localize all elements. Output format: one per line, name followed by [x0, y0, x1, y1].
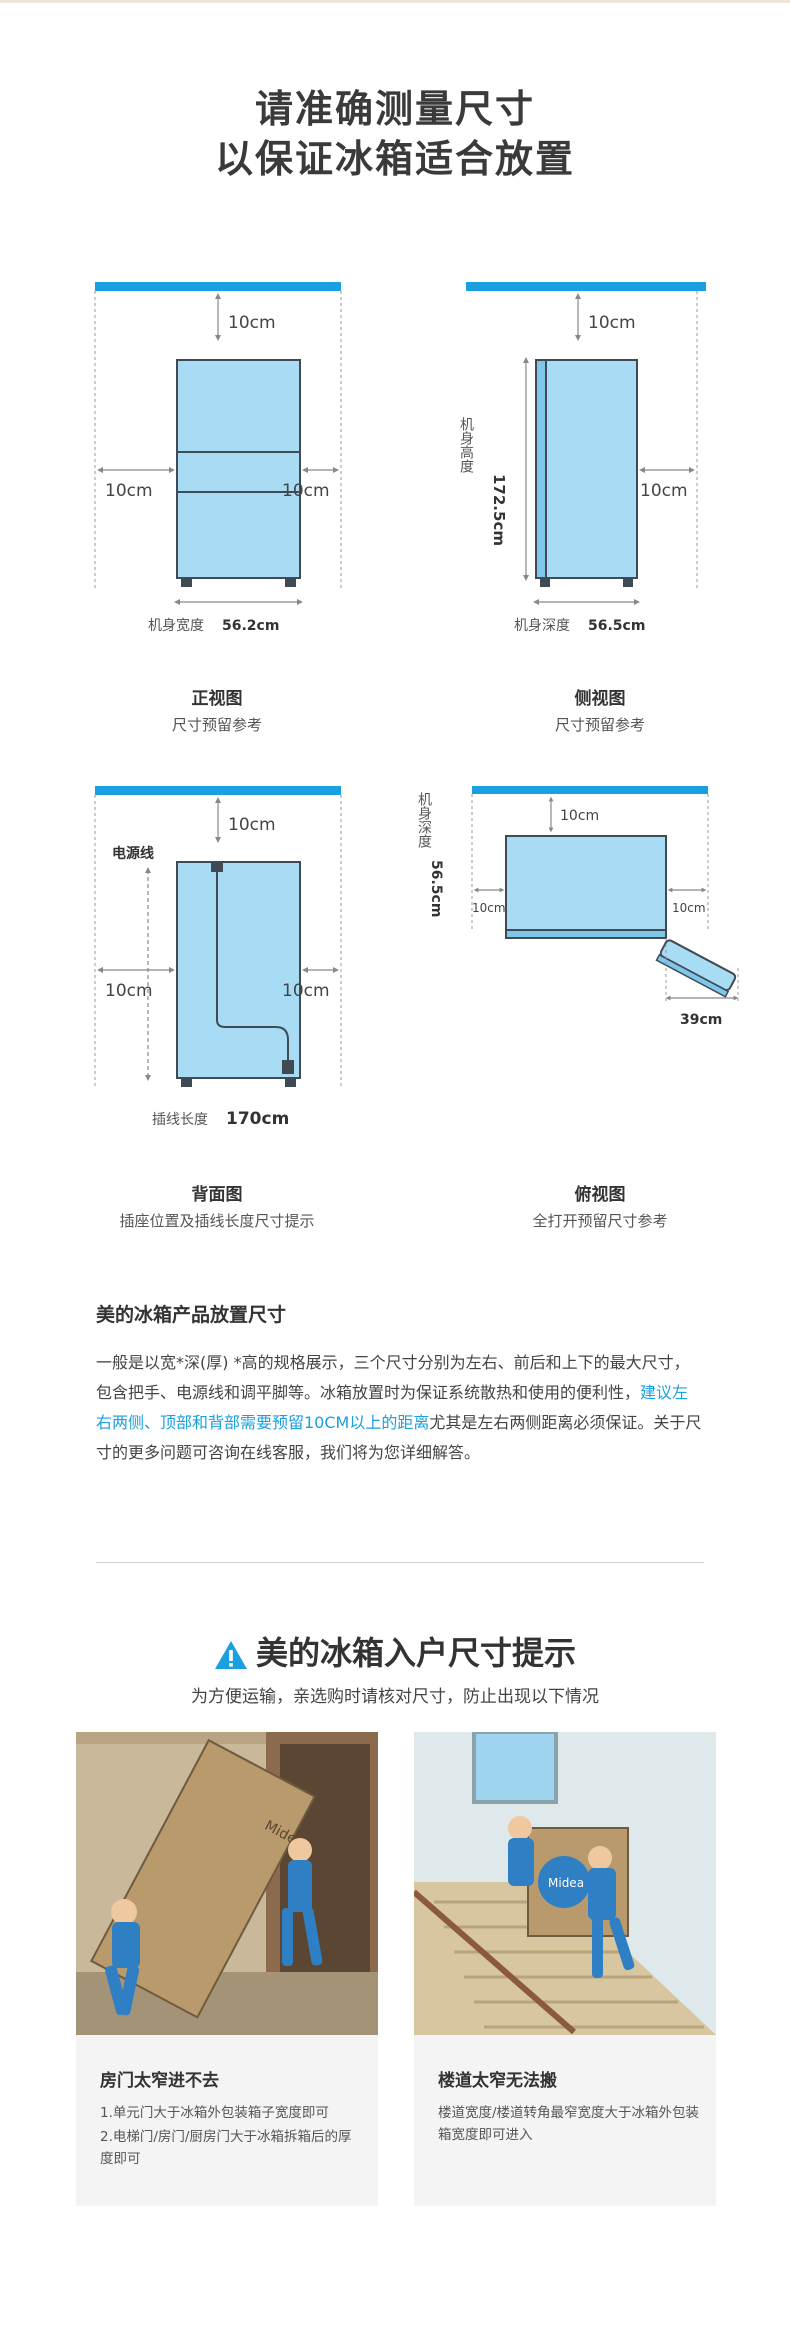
ceiling-bar — [95, 786, 341, 795]
top-view-title: 俯视图 — [574, 1185, 626, 1205]
left-gap-label: 10cm — [472, 901, 506, 915]
wall-bar — [472, 786, 708, 794]
top-gap-label: 10cm — [560, 808, 599, 824]
fridge-body — [176, 861, 301, 1079]
power-cord — [216, 872, 289, 1062]
front-view-title: 正视图 — [191, 689, 243, 709]
foot-back — [623, 578, 633, 587]
depth-value: 56.5cm — [588, 618, 645, 634]
top-view-subtitle: 全打开预留尺寸参考 — [532, 1212, 668, 1230]
cord-length-label: 插线长度 — [152, 1112, 208, 1128]
section-divider — [96, 1562, 704, 1563]
card-2-title: 楼道太窄无法搬 — [438, 2071, 557, 2091]
card-1-title: 房门太窄进不去 — [100, 2071, 219, 2091]
cord-length-value: 170cm — [226, 1109, 289, 1129]
card-narrow-stairway: Midea 楼道太窄无法搬 楼道宽度/楼道转角最窄宽度大于冰箱外包装箱宽度即可进… — [414, 1732, 716, 2206]
door-width-value: 39cm — [680, 1012, 722, 1028]
front-view-diagram: 10cm 10cm 10cm 机身宽度 56.2cm — [94, 282, 342, 634]
depth-label: 机身深度 — [514, 618, 570, 634]
top-border — [0, 0, 790, 3]
right-gap-label: 10cm — [282, 981, 330, 1001]
fridge-body — [535, 359, 638, 579]
height-value: 172.5cm — [490, 474, 508, 546]
top-view-diagram: 10cm 10cm 10cm 机身深度 56.5cm 39cm — [418, 786, 739, 1028]
foot-right — [285, 578, 296, 587]
power-plug — [282, 1060, 294, 1074]
side-view-diagram: 10cm 机身高度 172.5cm 10cm 机身深度 56.5cm — [460, 282, 706, 634]
side-view-title: 侧视图 — [574, 689, 626, 709]
open-door — [655, 939, 737, 998]
foot-right — [285, 1078, 296, 1087]
placement-section-title: 美的冰箱产品放置尺寸 — [96, 1304, 287, 1326]
fridge-body — [176, 359, 301, 579]
entry-subtitle: 为方便运输，亲选购时请核对尺寸，防止出现以下情况 — [191, 1687, 599, 1707]
fridge-door-edge — [535, 359, 547, 579]
foot-left — [181, 578, 192, 587]
right-gap-label: 10cm — [672, 901, 706, 915]
card-1-line-1: 1.单元门大于冰箱外包装箱子宽度即可 — [100, 2105, 329, 2121]
ceiling-bar — [95, 282, 341, 291]
card-narrow-door: Midea 房门太窄进不去 1.单元门大于冰箱外包装箱子宽度即可 2.电梯门/房… — [76, 1732, 378, 2206]
page-title-line-1: 请准确测量尺寸 — [254, 87, 535, 131]
height-label: 机身高度 — [460, 417, 474, 473]
foot-front — [540, 578, 550, 587]
page-title-line-2: 以保证冰箱适合放置 — [214, 137, 575, 181]
left-gap-label: 10cm — [105, 481, 153, 501]
box-brand-text: Midea — [548, 1876, 584, 1890]
stairway-scene-illustration: Midea — [414, 1732, 716, 2035]
back-view-diagram: 10cm 电源线 10cm 10cm 插线长度 170cm — [94, 786, 342, 1129]
fridge-door-top — [505, 929, 667, 939]
placement-text-highlight: 建议左右两侧、顶部和背部需要预留10CM以上的距离 — [96, 1383, 689, 1432]
top-gap-label: 10cm — [228, 313, 276, 333]
cord-socket — [211, 862, 223, 872]
fridge-body-top — [505, 835, 667, 939]
width-value: 56.2cm — [222, 618, 279, 634]
door-scene-illustration: Midea — [76, 1732, 378, 2035]
back-gap-label: 10cm — [640, 481, 688, 501]
foot-left — [181, 1078, 192, 1087]
right-gap-label: 10cm — [282, 481, 330, 501]
back-view-subtitle: 插座位置及插线长度尺寸提示 — [119, 1212, 315, 1230]
card-1-line-2: 2.电梯门/房门/厨房门大于冰箱拆箱后的厚度即可 — [100, 2129, 352, 2167]
ceiling-bar — [466, 282, 706, 291]
entry-title-text: 美的冰箱入户尺寸提示 — [255, 1634, 576, 1672]
placement-text-2: 尤其是左右两侧距离必须保证。关于尺寸的更多问题可咨询在线客服，我们将为您详细解答… — [96, 1413, 702, 1462]
top-gap-label: 10cm — [588, 313, 636, 333]
placement-paragraph: 一般是以宽*深(厚) *高的规格展示，三个尺寸分别为左右、前后和上下的最大尺寸，… — [96, 1348, 704, 1468]
front-view-subtitle: 尺寸预留参考 — [171, 716, 262, 734]
depth-value: 56.5cm — [428, 860, 444, 917]
left-gap-label: 10cm — [105, 981, 153, 1001]
back-view-title: 背面图 — [191, 1185, 243, 1205]
depth-label: 机身深度 — [418, 792, 432, 848]
entry-section-title: 美的冰箱入户尺寸提示 — [0, 1628, 790, 1674]
placement-text-1: 一般是以宽*深(厚) *高的规格展示，三个尺寸分别为左右、前后和上下的最大尺寸，… — [96, 1353, 690, 1402]
side-view-subtitle: 尺寸预留参考 — [554, 716, 645, 734]
power-cord-label: 电源线 — [112, 845, 154, 862]
width-label: 机身宽度 — [148, 617, 204, 634]
card-2-line-1: 楼道宽度/楼道转角最窄宽度大于冰箱外包装箱宽度即可进入 — [438, 2105, 700, 2143]
top-gap-label: 10cm — [228, 815, 276, 835]
warning-icon — [214, 1641, 247, 1669]
